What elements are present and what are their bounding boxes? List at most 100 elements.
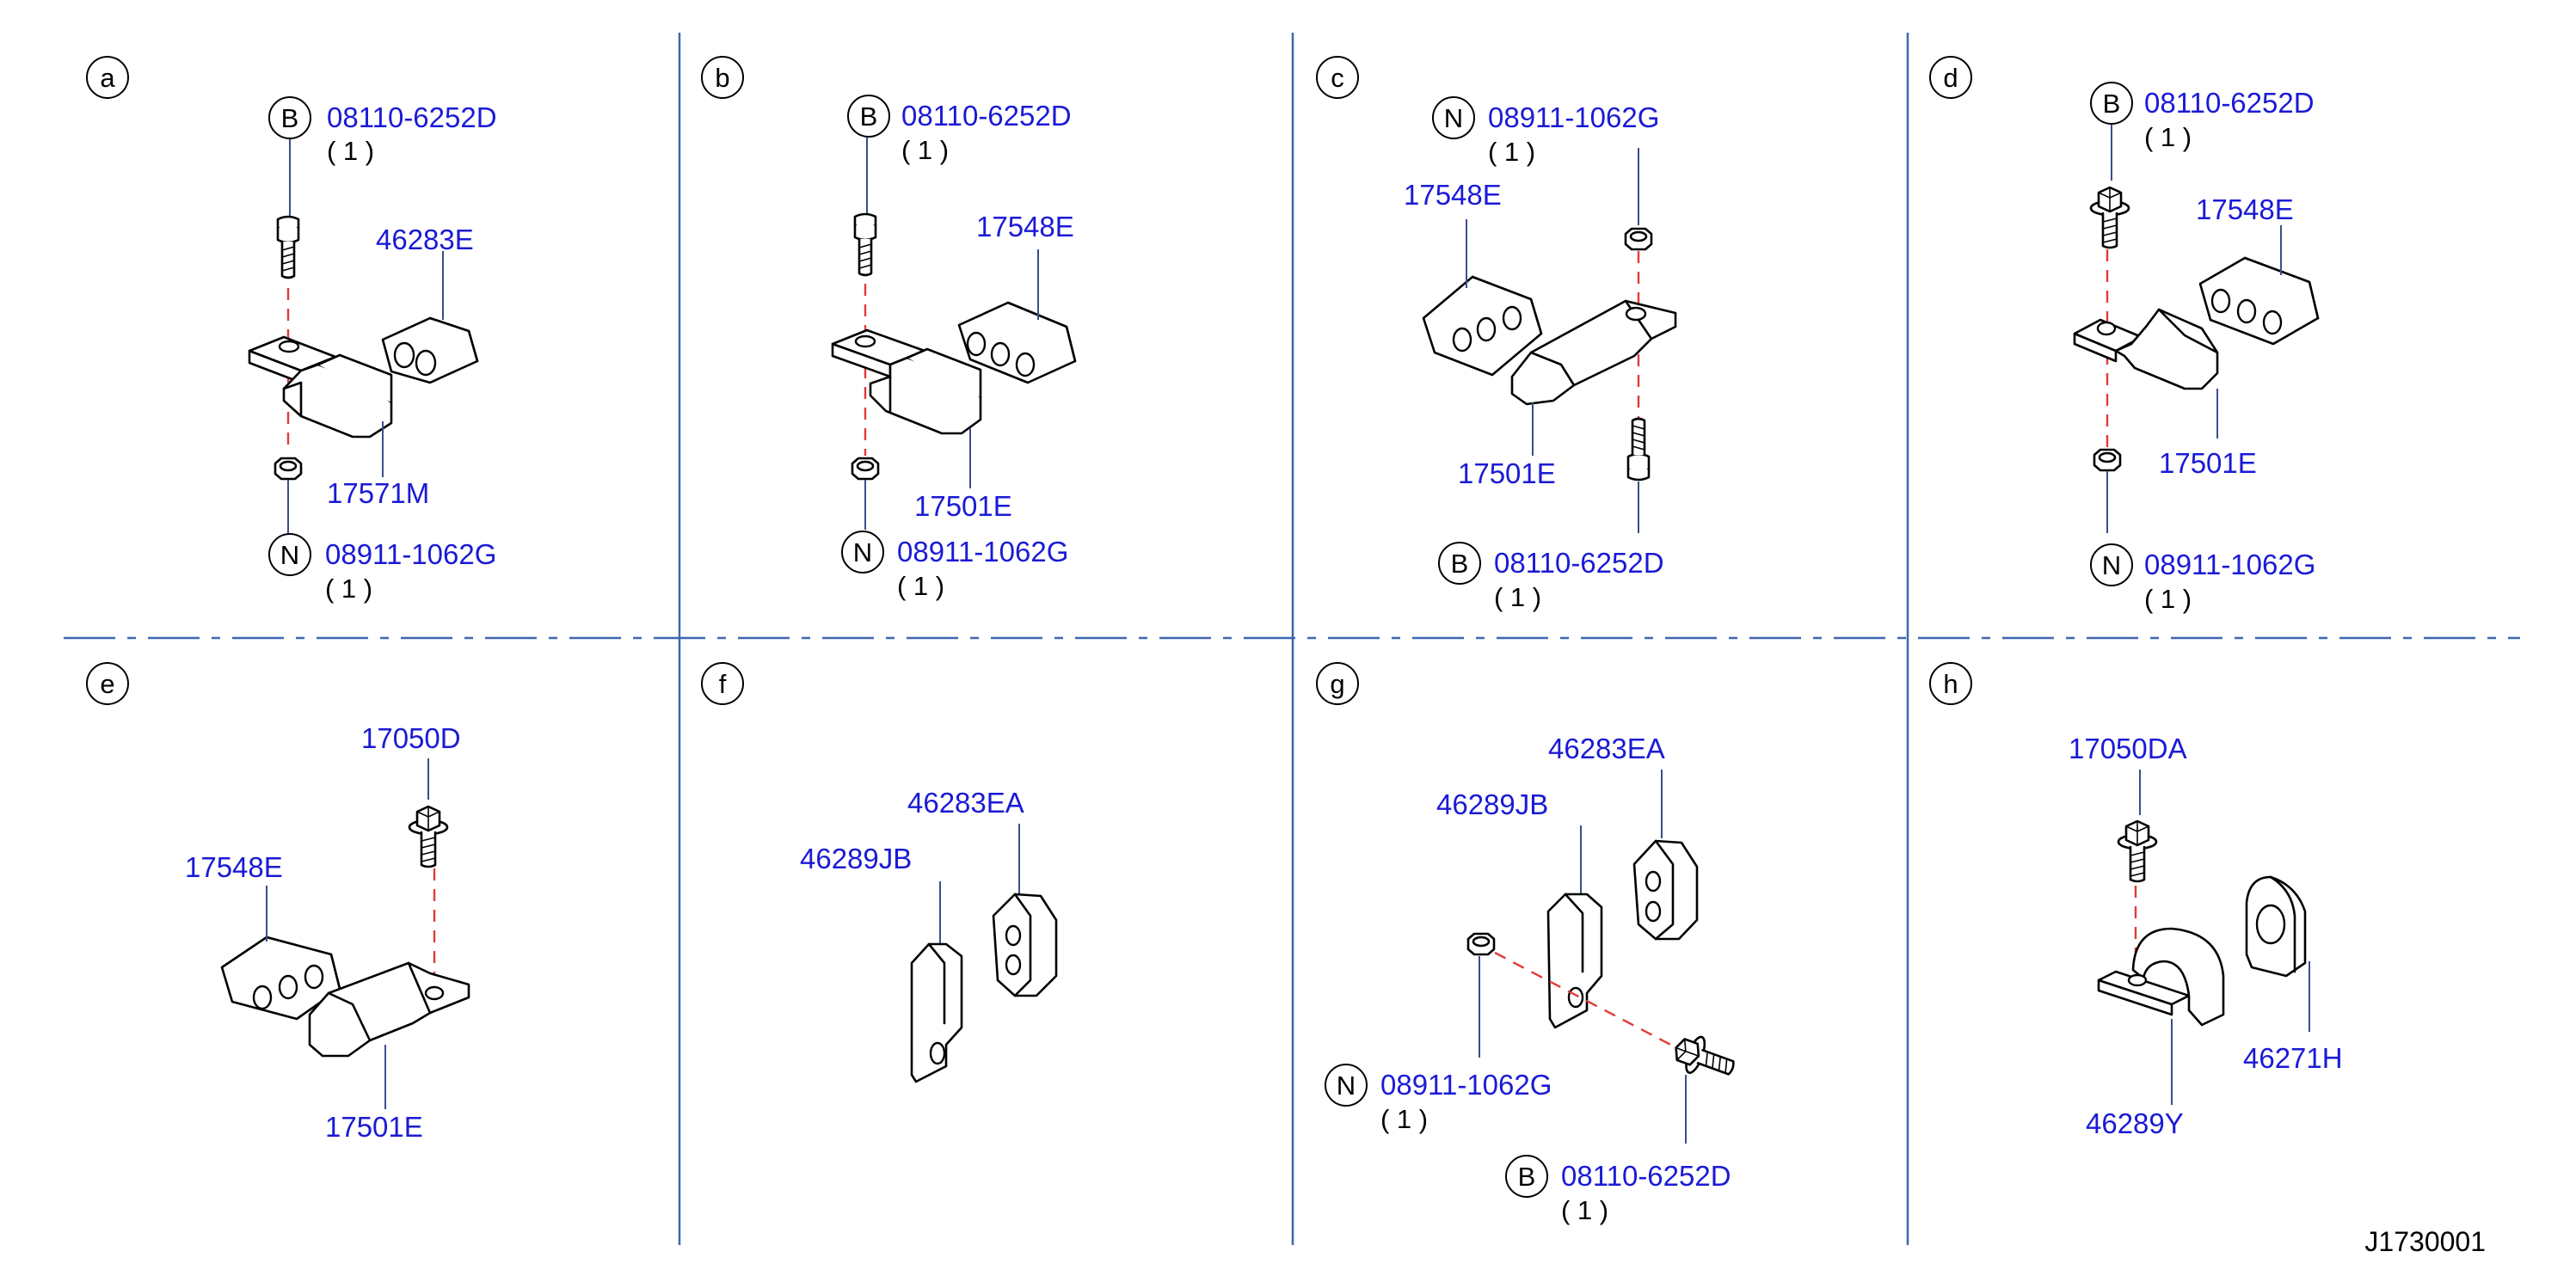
panel-label-g: g bbox=[1316, 662, 1359, 705]
part-number: 08911-1062G bbox=[897, 536, 1068, 567]
part-number: 17548E bbox=[976, 211, 1074, 242]
quantity: ( 1 ) bbox=[2144, 584, 2192, 614]
panel-label-e: e bbox=[86, 662, 129, 705]
part-number: 17050D bbox=[361, 722, 461, 754]
svg-text:N: N bbox=[2102, 550, 2121, 580]
part-number: 08911-1062G bbox=[2144, 549, 2315, 580]
bracket-icon bbox=[910, 942, 963, 1083]
insulator-icon bbox=[2198, 256, 2320, 346]
svg-text:N: N bbox=[280, 540, 299, 570]
bolt-icon bbox=[408, 805, 449, 868]
insulator-icon bbox=[1422, 275, 1543, 377]
part-number: 08911-1062G bbox=[1488, 101, 1659, 133]
nut-icon bbox=[274, 457, 303, 481]
part-number: 08110-6252D bbox=[901, 100, 1072, 132]
panel-label-a: a bbox=[86, 56, 129, 99]
svg-text:g: g bbox=[1330, 669, 1344, 699]
part-number: 08911-1062G bbox=[325, 538, 496, 570]
quantity: ( 1 ) bbox=[1380, 1104, 1428, 1134]
bracket-icon bbox=[2097, 927, 2225, 1027]
bracket-icon bbox=[1546, 893, 1603, 1029]
insulator-icon bbox=[1632, 839, 1699, 941]
nut-icon bbox=[851, 457, 880, 481]
quantity: ( 1 ) bbox=[2144, 122, 2192, 152]
svg-text:B: B bbox=[860, 101, 878, 132]
quantity: ( 1 ) bbox=[901, 135, 949, 165]
part-number: 17548E bbox=[185, 851, 283, 883]
panel-f: 46283EA 46289JB bbox=[800, 787, 1058, 1083]
callout-nut-g: N 08911-1062G ( 1 ) bbox=[1325, 1064, 1552, 1134]
part-number: 08110-6252D bbox=[327, 101, 497, 133]
bolt-icon bbox=[1626, 417, 1651, 482]
part-number: 46283EA bbox=[1548, 733, 1665, 764]
quantity: ( 1 ) bbox=[325, 574, 372, 604]
svg-text:h: h bbox=[1943, 669, 1958, 699]
part-number: 46289JB bbox=[1436, 788, 1548, 820]
callout-bolt-g: B 08110-6252D ( 1 ) bbox=[1505, 1155, 1731, 1225]
nut-icon bbox=[2093, 448, 2122, 472]
panel-e: 17050D 17548E 17501E bbox=[185, 722, 470, 1143]
panel-h: 17050DA 46289Y 46271H bbox=[2069, 733, 2343, 1139]
panel-label-b: b bbox=[701, 56, 744, 99]
diagram-id: J1730001 bbox=[2364, 1226, 2486, 1257]
panel-c: N 08911-1062G ( 1 ) 17548E 17501E B bbox=[1404, 96, 1677, 612]
part-number: 08911-1062G bbox=[1380, 1069, 1552, 1101]
svg-text:B: B bbox=[281, 103, 299, 133]
insulator-icon bbox=[992, 893, 1058, 997]
part-number: 08110-6252D bbox=[1494, 547, 1664, 579]
bolt-icon bbox=[276, 215, 300, 279]
panel-g: 46283EA 46289JB N 08911-1062G ( 1 ) B bbox=[1325, 733, 1741, 1225]
callout-bolt-a: B 08110-6252D ( 1 ) bbox=[268, 96, 497, 166]
callout-bolt-d: B 08110-6252D ( 1 ) bbox=[2090, 82, 2315, 152]
callout-nut-a: N 08911-1062G ( 1 ) bbox=[268, 533, 496, 604]
part-number: 17548E bbox=[1404, 179, 1502, 211]
svg-text:N: N bbox=[853, 537, 872, 567]
panel-dividers bbox=[64, 33, 2520, 1245]
part-number: 17501E bbox=[1458, 457, 1556, 489]
panel-a: B 08110-6252D ( 1 ) 46283E 17571M bbox=[248, 96, 497, 604]
part-number: 46283E bbox=[376, 224, 474, 255]
panel-label-f: f bbox=[701, 662, 744, 705]
bolt-icon bbox=[2117, 819, 2158, 883]
bracket-icon bbox=[831, 328, 982, 435]
svg-text:B: B bbox=[1451, 549, 1469, 579]
callout-bolt-c: B 08110-6252D ( 1 ) bbox=[1438, 542, 1664, 612]
insulator-icon bbox=[2245, 875, 2307, 978]
bolt-icon bbox=[853, 212, 877, 277]
nut-icon bbox=[1466, 932, 1496, 956]
part-number: 17501E bbox=[2159, 447, 2257, 479]
insulator-icon bbox=[220, 936, 341, 1021]
svg-text:N: N bbox=[1337, 1070, 1356, 1101]
bracket-icon bbox=[1510, 299, 1677, 406]
panel-labels: a b c d e f g h bbox=[86, 56, 1972, 705]
part-number: 08110-6252D bbox=[1561, 1160, 1731, 1192]
panel-d: B 08110-6252D ( 1 ) 17548E 17501E bbox=[2073, 82, 2320, 614]
svg-text:N: N bbox=[1444, 103, 1463, 133]
callout-nut-c: N 08911-1062G ( 1 ) bbox=[1432, 96, 1659, 167]
svg-text:B: B bbox=[2103, 89, 2121, 119]
bolt-icon bbox=[1668, 1028, 1741, 1088]
callout-nut-b: N 08911-1062G ( 1 ) bbox=[841, 531, 1068, 601]
quantity: ( 1 ) bbox=[327, 136, 374, 166]
quantity: ( 1 ) bbox=[1494, 582, 1541, 612]
part-number: 17050DA bbox=[2069, 733, 2187, 764]
callout-bolt-b: B 08110-6252D ( 1 ) bbox=[847, 95, 1072, 165]
part-number: 17571M bbox=[327, 477, 429, 509]
part-number: 17501E bbox=[325, 1111, 423, 1143]
part-number: 17501E bbox=[914, 490, 1012, 522]
nut-icon bbox=[1624, 227, 1653, 251]
quantity: ( 1 ) bbox=[1488, 137, 1535, 167]
part-number: 46283EA bbox=[907, 787, 1024, 819]
callout-nut-d: N 08911-1062G ( 1 ) bbox=[2090, 543, 2315, 614]
panel-b: B 08110-6252D ( 1 ) 17548E 17501E bbox=[831, 95, 1077, 601]
part-number: 46289JB bbox=[800, 843, 912, 874]
svg-text:b: b bbox=[715, 63, 729, 93]
part-number: 08110-6252D bbox=[2144, 87, 2315, 119]
panel-label-h: h bbox=[1929, 662, 1972, 705]
quantity: ( 1 ) bbox=[1561, 1195, 1608, 1225]
bracket-icon bbox=[2073, 308, 2219, 390]
svg-text:B: B bbox=[1518, 1162, 1536, 1192]
quantity: ( 1 ) bbox=[897, 571, 944, 601]
svg-text:d: d bbox=[1943, 63, 1958, 93]
